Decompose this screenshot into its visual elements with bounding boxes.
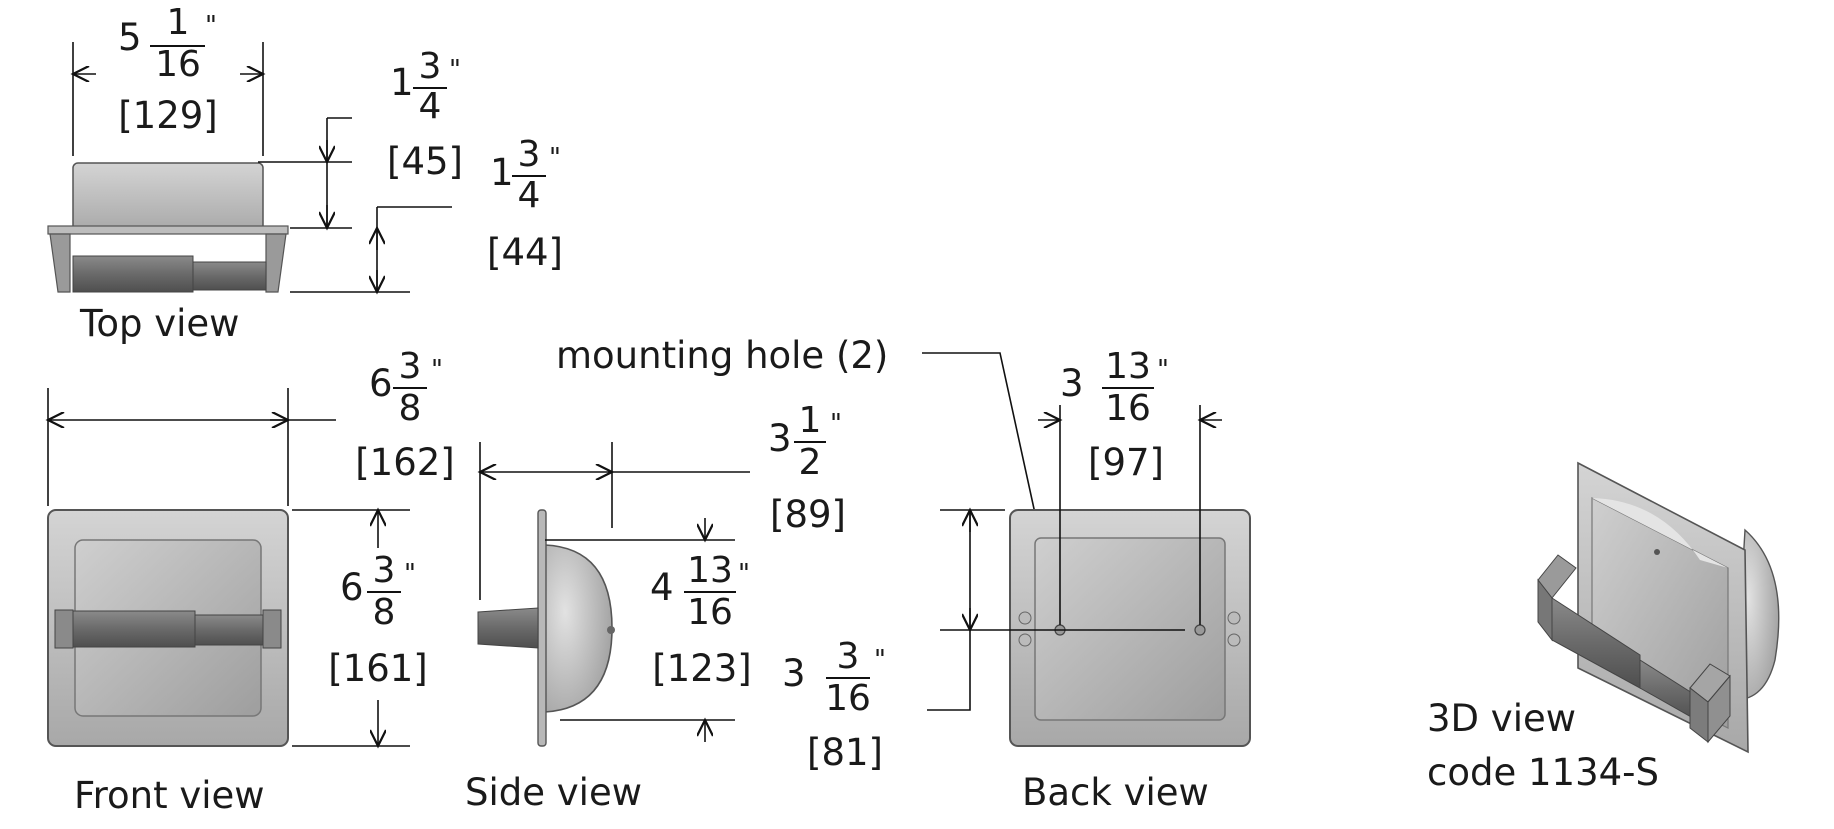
side-view-dome: [544, 544, 613, 713]
dim-numerator: 13: [1105, 346, 1151, 387]
dim-mm: [89]: [770, 493, 846, 536]
iso-view-label: 3D view: [1427, 697, 1576, 740]
dim-denominator: 16: [1105, 388, 1151, 429]
back-view-label: Back view: [1022, 771, 1209, 814]
back-view-tab-hole: [1227, 611, 1241, 625]
dim-numerator: 3: [373, 550, 396, 591]
dim-numerator: 1: [799, 400, 822, 441]
dim-whole: 3: [768, 417, 792, 460]
top-view: [47, 162, 289, 293]
dim-mm: [97]: [1088, 441, 1164, 484]
iso-view-screw: [1654, 549, 1660, 555]
dim-unit: ": [549, 143, 561, 173]
dim-whole: 6: [369, 362, 393, 405]
back-view-tab-hole: [1018, 633, 1032, 647]
side-view-screw: [607, 626, 615, 634]
front-view-label: Front view: [74, 774, 265, 817]
dim-whole: 6: [340, 566, 364, 609]
dim-mm: [123]: [652, 647, 752, 690]
dim-denominator: 2: [799, 442, 822, 483]
dim-numerator: 3: [837, 636, 860, 677]
dim-whole: 4: [650, 566, 674, 609]
dim-front-width: 6 3 8 " [162]: [48, 346, 455, 506]
dim-unit: ": [205, 11, 217, 41]
dim-unit: ": [449, 55, 461, 85]
dim-whole: 1: [490, 151, 514, 194]
dim-unit: ": [431, 355, 443, 385]
dim-side-depth: 3 1 2 " [89]: [480, 400, 846, 600]
dim-unit: ": [874, 645, 886, 675]
top-view-body: [72, 162, 264, 234]
dim-numerator: 3: [399, 346, 422, 387]
dim-denominator: 4: [419, 86, 442, 127]
dim-whole: 3: [1060, 362, 1084, 405]
top-view-roller: [72, 255, 194, 293]
dim-denominator: 16: [825, 678, 871, 719]
iso-view: [1537, 461, 1780, 754]
dim-unit: ": [404, 559, 416, 589]
dim-back-hole-height: 3 3 16 " [81]: [782, 510, 1185, 774]
dim-mm: [162]: [355, 441, 455, 484]
side-view-roller: [477, 607, 539, 649]
dim-denominator: 8: [399, 388, 422, 429]
side-view-label: Side view: [465, 771, 642, 814]
dim-mm: [45]: [387, 140, 463, 183]
dim-top-depth-front: 1 3 4 " [45]: [258, 46, 463, 228]
dim-whole: 1: [390, 61, 414, 104]
dim-denominator: 4: [518, 175, 541, 216]
iso-view-bracket-right-face: [1707, 674, 1731, 744]
dim-denominator: 16: [155, 44, 201, 85]
top-view-roller-core: [192, 261, 267, 291]
dim-numerator: 3: [518, 134, 541, 175]
dim-denominator: 8: [373, 592, 396, 633]
dim-side-height: 4 13 16 " [123]: [545, 518, 752, 742]
back-view-tab-hole: [1227, 633, 1241, 647]
front-view: [47, 509, 289, 747]
mounting-hole-callout: mounting hole (2): [556, 334, 1060, 628]
dim-whole: 3: [782, 652, 806, 695]
dim-top-depth-rear: 1 3 4 " [44]: [290, 134, 563, 292]
dim-mm: [44]: [487, 231, 563, 274]
dim-front-height: 6 3 8 " [161]: [292, 510, 428, 746]
top-view-flange: [47, 225, 289, 235]
mounting-hole-right: [1194, 624, 1206, 636]
product-code-label: code 1134-S: [1427, 751, 1659, 794]
front-view-bracket-right: [262, 609, 282, 649]
front-view-bracket-left: [54, 609, 74, 649]
dim-denominator: 16: [687, 592, 733, 633]
side-view-flange: [537, 509, 547, 747]
back-view: [1009, 509, 1251, 747]
dim-unit: ": [830, 409, 842, 439]
dim-mm: [129]: [118, 94, 218, 137]
dim-unit: ": [1157, 355, 1169, 385]
top-view-bracket-right: [265, 233, 287, 293]
dim-back-hole-spacing: 3 13 16 " [97]: [1038, 346, 1222, 625]
side-view: [477, 509, 615, 747]
dim-unit: ": [738, 559, 750, 589]
top-view-bracket-left: [49, 233, 71, 293]
dim-numerator: 1: [167, 2, 190, 43]
dim-mm: [81]: [807, 731, 883, 774]
front-view-roller: [72, 610, 196, 648]
back-view-housing: [1034, 537, 1226, 721]
mounting-hole-label: mounting hole (2): [556, 334, 888, 377]
top-view-label: Top view: [79, 302, 239, 345]
dim-mm: [161]: [328, 647, 428, 690]
dim-whole: 5: [118, 16, 142, 59]
dim-numerator: 3: [419, 46, 442, 87]
front-view-roller-core: [194, 614, 264, 646]
dim-top-width: 5 1 16 " [129]: [73, 2, 263, 156]
back-view-tab-hole: [1018, 611, 1032, 625]
dim-numerator: 13: [687, 550, 733, 591]
